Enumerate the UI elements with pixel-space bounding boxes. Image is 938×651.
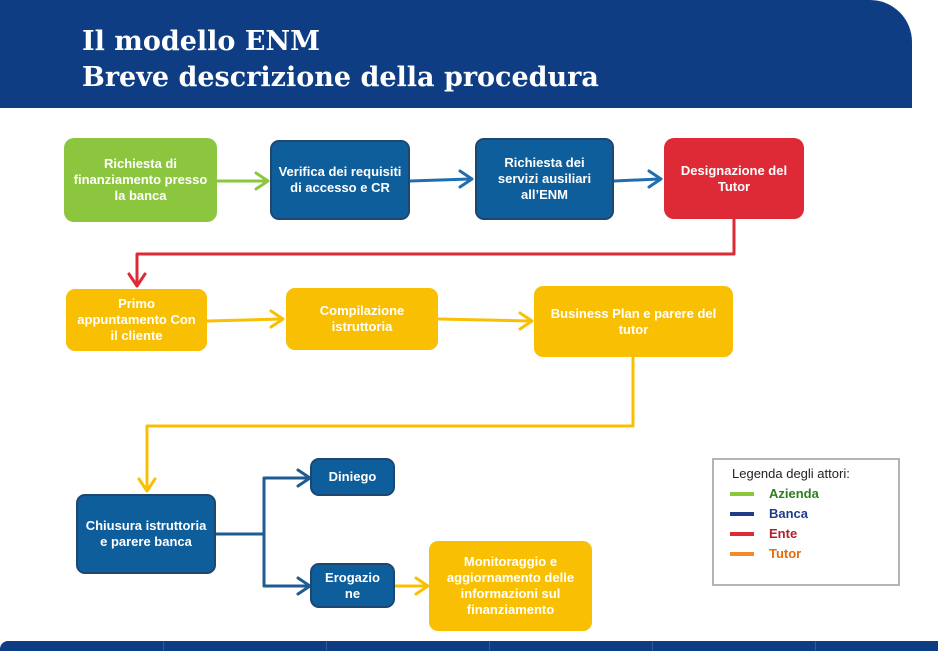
legend-item-ente: Ente bbox=[730, 526, 797, 541]
footer-separator bbox=[326, 641, 327, 651]
page-title: Il modello ENM Breve descrizione della p… bbox=[82, 24, 599, 96]
legend-item-tutor: Tutor bbox=[730, 546, 801, 561]
arrowhead-designazione-primo bbox=[127, 272, 147, 288]
legend-label-ente: Ente bbox=[769, 526, 798, 541]
legend-label-banca: Banca bbox=[769, 506, 809, 521]
step-verifica-requisiti: Verifica dei requisiti di accesso e CR bbox=[270, 140, 410, 220]
arrowhead-servizi-designazione bbox=[647, 169, 663, 189]
arrow-primo-compilazione bbox=[205, 317, 283, 323]
footer-separator bbox=[489, 641, 490, 651]
arrow-chiusura-erogazione bbox=[262, 532, 308, 588]
legend-label-tutor: Tutor bbox=[769, 546, 802, 561]
arrow-servizi-designazione bbox=[612, 177, 661, 183]
step-diniego: Diniego bbox=[310, 458, 395, 496]
title-line-1: Il modello ENM bbox=[82, 26, 320, 57]
arrowhead-compilazione-business bbox=[518, 311, 534, 331]
step-designazione-tutor: Designazione del Tutor bbox=[664, 138, 804, 219]
footer-separator bbox=[652, 641, 653, 651]
arrowhead-erogazione-monitoraggio bbox=[414, 576, 430, 596]
arrow-business-chiusura bbox=[145, 355, 635, 491]
step-chiusura-istruttoria: Chiusura istruttoria e parere banca bbox=[76, 494, 216, 574]
legend-item-banca: Banca bbox=[730, 506, 808, 521]
legend-label-azienda: Azienda bbox=[769, 486, 819, 501]
step-richiesta-finanziamento: Richiesta di finanziamento presso la ban… bbox=[64, 138, 217, 222]
footer-separator bbox=[163, 641, 164, 651]
step-erogazione: Erogazio ne bbox=[310, 563, 395, 608]
footer-bar bbox=[0, 641, 938, 651]
step-business-plan: Business Plan e parere del tutor bbox=[534, 286, 733, 357]
step-monitoraggio: Monitoraggio e aggiornamento delle infor… bbox=[429, 541, 592, 631]
arrow-compilazione-business bbox=[436, 317, 532, 323]
legend-box: Legenda degli attori: Azienda Banca Ente… bbox=[712, 458, 900, 586]
legend-swatch-ente bbox=[730, 531, 754, 536]
legend-title: Legenda degli attori: bbox=[732, 466, 850, 481]
legend-item-azienda: Azienda bbox=[730, 486, 819, 501]
legend-swatch-azienda bbox=[730, 491, 754, 496]
step-compilazione-istruttoria: Compilazione istruttoria bbox=[286, 288, 438, 350]
arrow-chiusura-diniego bbox=[214, 476, 308, 536]
arrow-verifica-servizi bbox=[408, 177, 472, 183]
arrowhead-richiesta-verifica bbox=[254, 171, 270, 191]
arrowhead-business-chiusura bbox=[137, 477, 157, 493]
title-line-2: Breve descrizione della procedura bbox=[82, 62, 599, 93]
arrow-designazione-primo bbox=[135, 217, 736, 286]
legend-swatch-tutor bbox=[730, 551, 754, 556]
arrowhead-verifica-servizi bbox=[458, 169, 474, 189]
step-primo-appuntamento: Primo appuntamento Con il cliente bbox=[66, 289, 207, 351]
step-richiesta-servizi-ausiliari: Richiesta dei servizi ausiliari all’ENM bbox=[475, 138, 614, 220]
legend-swatch-banca bbox=[730, 511, 754, 516]
footer-separator bbox=[815, 641, 816, 651]
arrowhead-primo-compilazione bbox=[269, 309, 285, 329]
header-banner: Il modello ENM Breve descrizione della p… bbox=[0, 0, 912, 108]
